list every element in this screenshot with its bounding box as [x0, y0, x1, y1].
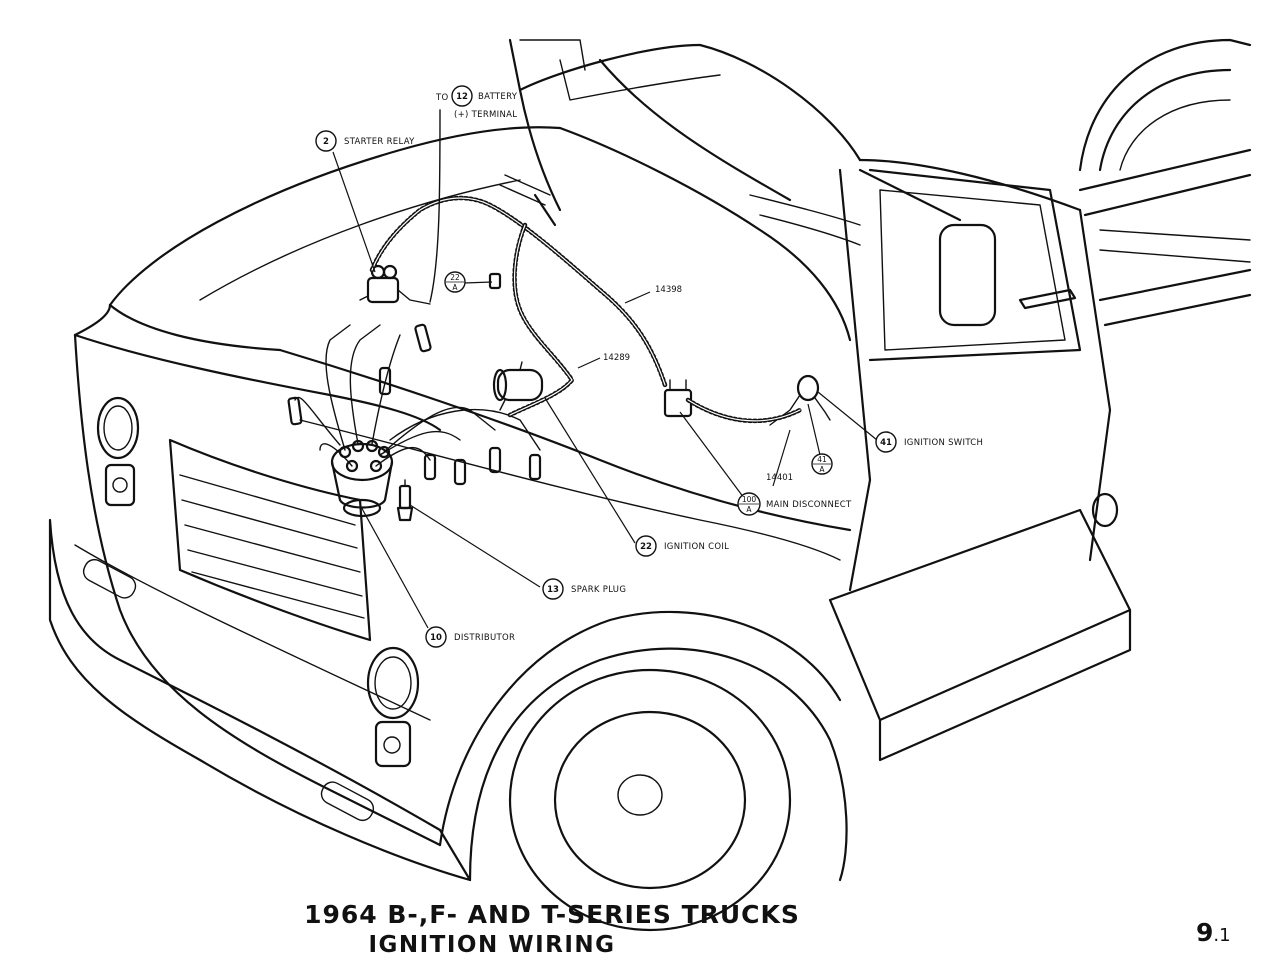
- callout-battery-label-2: (+) TERMINAL: [454, 110, 517, 120]
- diagram-title-line-2: IGNITION WIRING: [368, 932, 616, 958]
- callout-main-disconnect-sub: A: [746, 505, 752, 514]
- callout-battery-prefix: TO: [435, 93, 448, 103]
- harness-14401: [685, 397, 803, 424]
- callout-starter-relay-number: 2: [323, 137, 329, 147]
- callout-starter-relay: 2 STARTER RELAY: [315, 130, 415, 152]
- harness-14398: [369, 195, 668, 388]
- callout-spark-plug-circle: [542, 578, 564, 600]
- harness-clip-22a: [488, 272, 502, 290]
- leader-lines: [332, 151, 878, 629]
- callout-ignition-switch-circle: [875, 431, 897, 453]
- page-number-minor: .1: [1213, 925, 1231, 946]
- callout-ignition-coil: 22 IGNITION COIL: [635, 535, 729, 557]
- callout-ignition-switch-label: IGNITION SWITCH: [904, 438, 983, 448]
- spark-plug-wires: [287, 323, 542, 486]
- part-number-harness-main: 14398: [655, 285, 682, 295]
- callout-main-disconnect: 100 A MAIN DISCONNECT: [737, 492, 852, 516]
- callout-spark-plug: 13 SPARK PLUG: [542, 578, 626, 600]
- part-number-harness-switch: 14401: [766, 473, 793, 483]
- callout-41a-number: 41: [817, 455, 827, 464]
- callout-ignition-switch-number: 41: [880, 438, 892, 448]
- callout-distributor-label: DISTRIBUTOR: [454, 633, 515, 643]
- callout-distributor-circle: [425, 626, 447, 648]
- battery-lead: [429, 109, 441, 303]
- distributor-assembly: [330, 439, 394, 518]
- callout-ignition-switch: 41 IGNITION SWITCH: [875, 431, 983, 453]
- callout-main-disconnect-number: 100: [742, 495, 757, 504]
- callout-connector-41a: 41 A: [811, 453, 833, 475]
- starter-relay: [359, 264, 431, 305]
- callout-distributor-number: 10: [430, 633, 442, 643]
- callout-connector-22a: 22 A: [444, 271, 466, 293]
- callout-starter-relay-circle: [315, 130, 337, 152]
- callout-battery-number: 12: [456, 92, 468, 102]
- diagram-title-line-1: 1964 B-,F- AND T-SERIES TRUCKS: [304, 900, 800, 929]
- callout-starter-relay-label: STARTER RELAY: [344, 137, 415, 147]
- callout-battery: TO 12 BATTERY (+) TERMINAL: [435, 85, 518, 120]
- ignition-coil: [492, 361, 544, 411]
- harness-14289: [507, 222, 575, 418]
- truck-body: [48, 38, 1252, 932]
- callout-battery-circle: [451, 85, 473, 107]
- callout-41a-sub: A: [819, 465, 825, 474]
- spark-plug: [396, 479, 414, 522]
- callout-spark-plug-number: 13: [547, 585, 559, 595]
- page-number: 9.1: [1196, 918, 1231, 947]
- callout-main-disconnect-label: MAIN DISCONNECT: [766, 500, 852, 510]
- callout-ignition-coil-label: IGNITION COIL: [664, 542, 729, 552]
- callout-22a-number: 22: [450, 273, 460, 282]
- diagram-title: 1964 B-,F- AND T-SERIES TRUCKS IGNITION …: [292, 900, 812, 960]
- callout-ignition-coil-number: 22: [640, 542, 652, 552]
- callout-22a-sub: A: [452, 283, 458, 292]
- callout-ignition-coil-circle: [635, 535, 657, 557]
- callout-battery-label-1: BATTERY: [478, 92, 518, 102]
- page-number-major: 9: [1196, 918, 1214, 947]
- callout-spark-plug-label: SPARK PLUG: [571, 585, 626, 595]
- part-number-harness-coil: 14289: [603, 353, 630, 363]
- callout-distributor: 10 DISTRIBUTOR: [425, 626, 515, 648]
